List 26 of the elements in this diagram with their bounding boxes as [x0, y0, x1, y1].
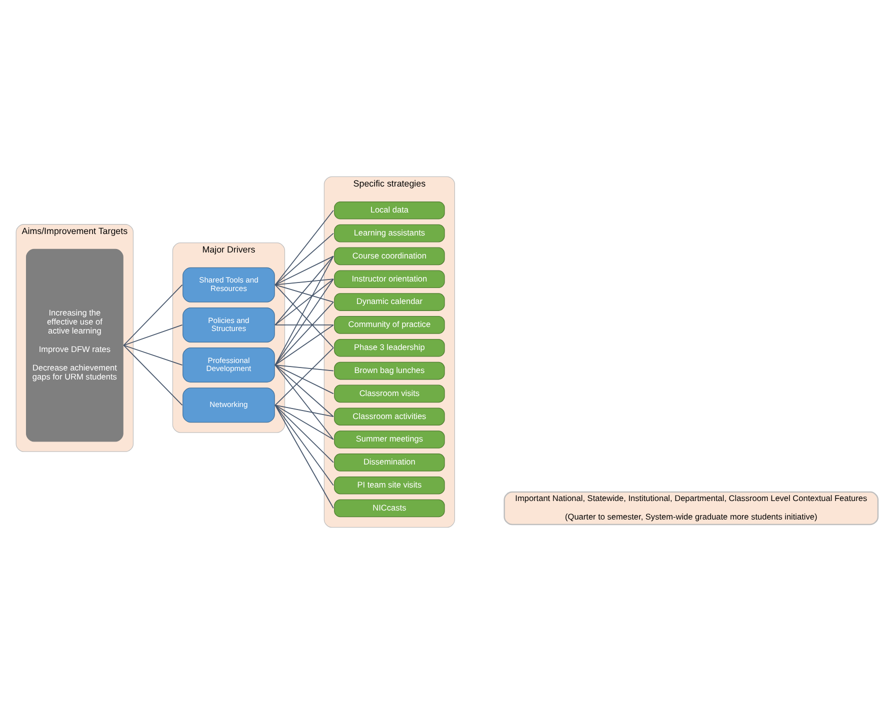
connector	[123, 344, 183, 406]
connector	[274, 324, 334, 365]
connector	[274, 364, 334, 417]
connector	[274, 404, 334, 462]
connector	[274, 284, 334, 348]
connector	[274, 404, 334, 440]
connector	[274, 278, 334, 365]
connector	[123, 284, 183, 346]
connector	[274, 209, 334, 285]
connector	[274, 284, 334, 302]
connector	[274, 324, 334, 325]
connector	[274, 255, 334, 285]
connector	[274, 255, 334, 325]
connector	[274, 404, 334, 417]
connector	[274, 346, 334, 406]
connector	[123, 324, 183, 346]
connector	[274, 364, 334, 394]
connector	[274, 364, 334, 371]
connector	[274, 255, 334, 365]
connector	[274, 364, 334, 440]
connector	[274, 301, 334, 365]
connector	[123, 344, 183, 365]
connector	[274, 404, 334, 486]
connector	[274, 278, 334, 285]
connector	[274, 278, 334, 325]
connector	[274, 232, 334, 285]
